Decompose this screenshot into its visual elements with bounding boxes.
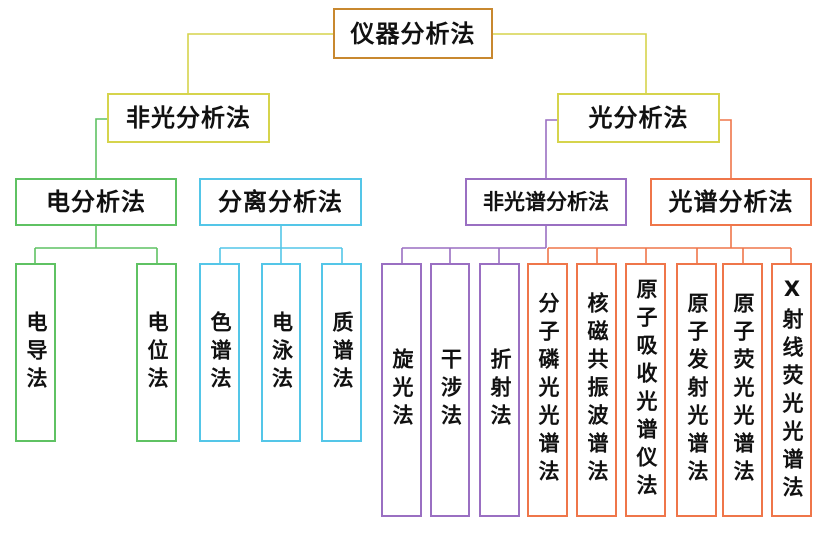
connector-optical-to-spectral: [720, 119, 732, 178]
leaf-atomic-fluorescence-spectroscopy: 原子荧光光谱法: [722, 263, 763, 517]
node-instrumental-analysis: 仪器分析法: [333, 8, 493, 59]
connector-separation-children: [219, 226, 343, 263]
leaf-mass-spectrometry: 质谱法: [321, 263, 362, 442]
connector-non-optical-to-electro: [95, 118, 107, 178]
node-non-optical-analysis: 非光分析法: [107, 93, 270, 143]
connector-root-to-non-optical: [187, 33, 333, 93]
leaf-chromatography: 色谱法: [199, 263, 240, 442]
leaf-atomic-emission-spectroscopy: 原子发射光谱法: [676, 263, 717, 517]
connector-electro-children: [34, 226, 158, 263]
connector-spectral-children: [547, 226, 792, 263]
connector-root-to-optical: [493, 33, 647, 93]
leaf-molecular-phosphorescence-spectroscopy: 分子磷光光谱法: [527, 263, 568, 517]
connector-non-spectral-children: [401, 226, 547, 263]
node-optical-analysis: 光分析法: [557, 93, 720, 143]
connector-optical-to-non-spectral: [545, 119, 557, 178]
leaf-atomic-absorption-spectroscopy: 原子吸收光谱仪法: [625, 263, 666, 517]
leaf-xray-fluorescence-spectroscopy: X射线荧光光谱法: [771, 263, 812, 517]
node-electro-analysis: 电分析法: [15, 178, 177, 226]
leaf-polarimetry: 旋光法: [381, 263, 422, 517]
node-spectral-analysis: 光谱分析法: [650, 178, 812, 226]
leaf-conductometry: 电导法: [15, 263, 56, 442]
node-non-spectral-analysis: 非光谱分析法: [465, 178, 627, 226]
leaf-refractometry: 折射法: [479, 263, 520, 517]
leaf-potentiometry: 电位法: [136, 263, 177, 442]
leaf-electrophoresis: 电泳法: [261, 263, 301, 442]
node-separation-analysis: 分离分析法: [199, 178, 362, 226]
leaf-interferometry: 干涉法: [430, 263, 470, 517]
leaf-nmr-spectroscopy: 核磁共振波谱法: [576, 263, 617, 517]
